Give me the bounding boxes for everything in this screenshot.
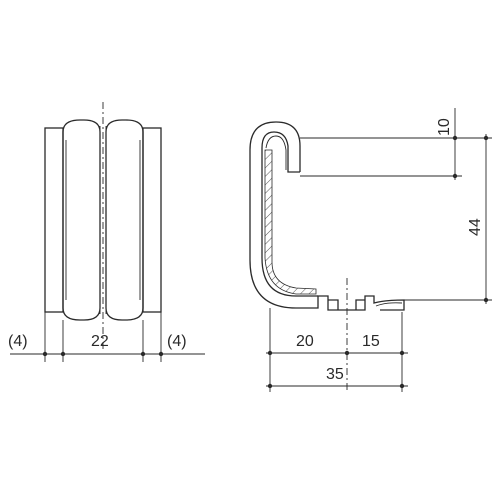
lip-hook-right <box>355 299 365 310</box>
dim-dot <box>42 351 48 357</box>
dim-dot <box>344 350 350 356</box>
right-flange <box>142 127 162 313</box>
dim-total-width: 35 <box>326 366 344 383</box>
dim-dot <box>483 297 489 303</box>
dim-dot <box>158 351 164 357</box>
profile-inner <box>261 131 318 297</box>
profile-outer <box>249 121 405 311</box>
dim-dot <box>267 350 273 356</box>
dim-left-flange: (4) <box>8 333 28 350</box>
dim-dot <box>452 173 458 179</box>
dim-front-width: 22 <box>91 333 109 350</box>
left-flange <box>44 127 64 313</box>
dim-dot <box>140 351 146 357</box>
side-view: 10 44 20 15 35 <box>249 108 492 392</box>
left-lobe <box>62 119 101 321</box>
lip-end <box>375 302 403 307</box>
dim-right-flange: (4) <box>167 333 187 350</box>
dim-dot <box>399 383 405 389</box>
dim-dot <box>267 383 273 389</box>
dim-dot <box>60 351 66 357</box>
dim-dot <box>399 350 405 356</box>
profile-section-hatch <box>264 149 317 295</box>
dim-bottom-left: 20 <box>296 333 314 350</box>
dim-bottom-right: 15 <box>362 333 380 350</box>
dim-dot <box>452 135 458 141</box>
fold-inner-line <box>265 135 287 170</box>
dim-top-lip: 10 <box>436 118 453 136</box>
lip-hook-left <box>328 299 339 310</box>
front-view: (4) 22 (4) <box>8 102 205 362</box>
right-lobe <box>105 119 144 321</box>
dim-height: 44 <box>467 218 484 236</box>
dim-dot <box>483 135 489 141</box>
